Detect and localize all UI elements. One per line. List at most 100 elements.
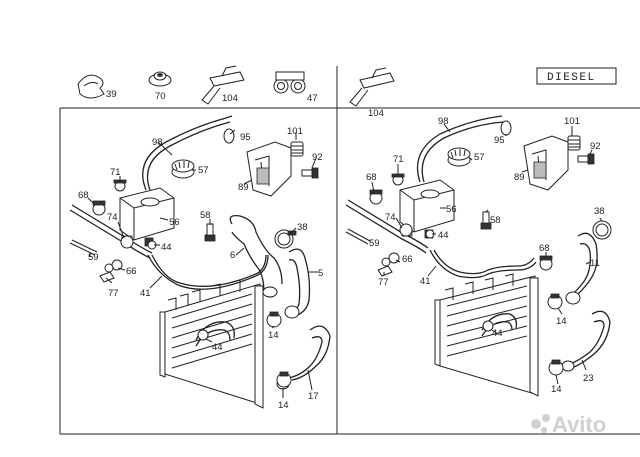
clamp-44-lower bbox=[197, 329, 209, 341]
pipe-59-right bbox=[345, 231, 369, 245]
label-101-right: 101 bbox=[564, 116, 580, 127]
hose-11-edge bbox=[567, 243, 591, 299]
hose-23-edge bbox=[569, 320, 605, 365]
double-clamp-icon bbox=[273, 71, 306, 94]
clamp-38 bbox=[274, 229, 297, 249]
label-41-right: 41 bbox=[420, 276, 431, 287]
header-parts-row: 39 70 104 47 104 DIESEL bbox=[77, 65, 617, 119]
clamp-77 bbox=[99, 263, 115, 283]
hose-clip-95-right bbox=[500, 120, 512, 136]
clamp-68-right bbox=[369, 189, 383, 205]
label-68-lower-right: 68 bbox=[539, 243, 550, 254]
label-68: 68 bbox=[78, 190, 89, 201]
mounting-bracket-icon bbox=[201, 65, 245, 105]
clamp-68-lower-right bbox=[539, 255, 553, 271]
hose-6-edge bbox=[231, 231, 265, 295]
label-92: 92 bbox=[312, 152, 323, 163]
clamp-14b-right bbox=[548, 359, 564, 376]
label-5: 5 bbox=[318, 268, 323, 279]
label-23: 23 bbox=[583, 373, 594, 384]
clamp-71-right bbox=[391, 173, 405, 186]
hose-17-edge bbox=[287, 336, 323, 379]
label-77-right: 77 bbox=[378, 277, 389, 288]
label-77: 77 bbox=[108, 288, 119, 299]
label-66-right: 66 bbox=[402, 254, 413, 265]
pipe-59 bbox=[69, 242, 96, 256]
hose-5-edge bbox=[288, 259, 301, 313]
clamp-38-right bbox=[592, 220, 612, 240]
hose-5-end bbox=[284, 305, 300, 319]
part-label-39: 39 bbox=[106, 89, 117, 100]
label-6: 6 bbox=[230, 250, 235, 261]
clamp-74-right bbox=[399, 223, 413, 237]
label-41: 41 bbox=[140, 288, 151, 299]
label-44: 44 bbox=[161, 242, 172, 253]
radiator-cap-right bbox=[447, 147, 471, 167]
label-89-right: 89 bbox=[514, 172, 525, 183]
label-98-right: 98 bbox=[438, 116, 449, 127]
radiator bbox=[159, 279, 264, 409]
label-56: 56 bbox=[169, 217, 180, 228]
right-assembly: 98 95 101 92 57 71 89 68 74 56 58 38 59 … bbox=[345, 115, 612, 397]
label-14-lower-right: 14 bbox=[551, 384, 562, 395]
label-44-lower-right: 44 bbox=[492, 328, 503, 339]
hose-23 bbox=[571, 310, 611, 369]
label-74: 74 bbox=[107, 212, 118, 223]
bypass-hose-41-right bbox=[429, 249, 537, 279]
label-98: 98 bbox=[152, 137, 163, 148]
watermark: Avito bbox=[531, 412, 606, 437]
hose-17 bbox=[291, 325, 331, 381]
tank-bracket-89-right bbox=[523, 135, 581, 191]
label-44-right: 44 bbox=[438, 230, 449, 241]
part-label-104: 104 bbox=[222, 93, 238, 104]
hose-rail-right-edge bbox=[345, 204, 427, 254]
diesel-badge: DIESEL bbox=[536, 67, 617, 85]
label-56-right: 56 bbox=[446, 204, 457, 215]
label-74-right: 74 bbox=[385, 212, 396, 223]
bypass-hose-41 bbox=[147, 254, 269, 290]
screw-92 bbox=[301, 167, 319, 179]
hose-11-end bbox=[565, 291, 581, 305]
label-101: 101 bbox=[287, 126, 303, 137]
clamp-44-lower-right bbox=[482, 320, 494, 332]
label-59-right: 59 bbox=[369, 238, 380, 249]
hose-5 bbox=[288, 248, 311, 317]
bypass-hose-41-right-edge bbox=[433, 249, 535, 275]
clamp-74 bbox=[120, 235, 134, 249]
label-58: 58 bbox=[200, 210, 211, 221]
clamp-14a bbox=[266, 311, 282, 328]
label-57-right: 57 bbox=[474, 152, 485, 163]
label-44-lower: 44 bbox=[212, 342, 223, 353]
part-label-47: 47 bbox=[307, 93, 318, 104]
clamp-14a-right bbox=[547, 293, 563, 310]
radiator-cap bbox=[171, 159, 195, 179]
hose-11 bbox=[571, 232, 598, 299]
vent-hose-98-right-edge bbox=[421, 121, 505, 183]
hose-6-end bbox=[262, 286, 278, 298]
label-95-right: 95 bbox=[494, 135, 505, 146]
watermark-dot-icon bbox=[531, 419, 541, 429]
label-14-lower: 14 bbox=[278, 400, 289, 411]
part-label-70: 70 bbox=[155, 91, 166, 102]
label-38: 38 bbox=[297, 222, 308, 233]
hose-6 bbox=[229, 215, 283, 285]
vent-hose-98-edge bbox=[146, 121, 231, 191]
radiator-right bbox=[434, 273, 539, 397]
label-95: 95 bbox=[240, 132, 251, 143]
label-92-right: 92 bbox=[590, 141, 601, 152]
pipe-59-right-edge bbox=[347, 228, 371, 242]
vent-hose-98 bbox=[142, 115, 233, 191]
screw-92-right bbox=[577, 153, 595, 165]
left-assembly: 98 95 101 92 57 71 89 68 74 56 58 38 44 … bbox=[69, 115, 331, 411]
label-58-right: 58 bbox=[490, 215, 501, 226]
diesel-label: DIESEL bbox=[547, 72, 596, 84]
label-11: 11 bbox=[590, 258, 600, 269]
label-89: 89 bbox=[238, 182, 249, 193]
hose-clip-icon bbox=[77, 74, 105, 99]
label-14-upper-right: 14 bbox=[556, 316, 567, 327]
grommet-icon bbox=[148, 71, 172, 87]
clamp-66-right bbox=[388, 252, 400, 264]
label-38-right: 38 bbox=[594, 206, 605, 217]
